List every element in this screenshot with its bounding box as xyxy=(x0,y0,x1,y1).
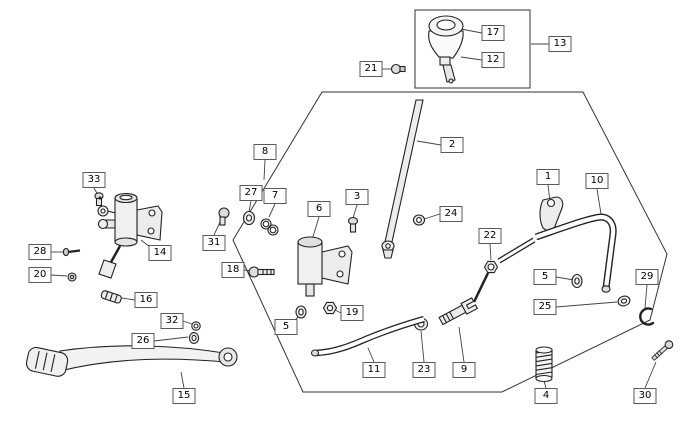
callout-5: 5 xyxy=(533,269,557,285)
part-15-pedal xyxy=(25,345,238,377)
part-30-bolt xyxy=(651,340,674,361)
callout-17: 17 xyxy=(481,25,505,41)
callout-23: 23 xyxy=(412,362,436,378)
callout-20: 20 xyxy=(28,267,52,283)
part-4-spring xyxy=(535,346,553,383)
part-5-washer-right xyxy=(571,273,583,289)
callout-12: 12 xyxy=(481,52,505,68)
callout-21: 21 xyxy=(359,61,383,77)
part-2-rod xyxy=(381,99,424,259)
callout-24: 24 xyxy=(439,206,463,222)
callout-18: 18 xyxy=(221,262,245,278)
callout-31: 31 xyxy=(202,235,226,251)
callout-32: 32 xyxy=(160,313,184,329)
part-22-nut xyxy=(483,260,499,274)
part-18-bolt xyxy=(248,266,275,278)
callout-4: 4 xyxy=(534,388,558,404)
callout-29: 29 xyxy=(635,269,659,285)
callout-11: 11 xyxy=(362,362,386,378)
callout-5: 5 xyxy=(274,319,298,335)
part-7-orings xyxy=(260,218,279,236)
section-boundary xyxy=(232,9,668,393)
callout-9: 9 xyxy=(452,362,476,378)
callout-7: 7 xyxy=(263,188,287,204)
callout-30: 30 xyxy=(633,388,657,404)
callout-22: 22 xyxy=(478,228,502,244)
part-27-washer xyxy=(242,210,256,226)
callout-19: 19 xyxy=(340,305,364,321)
inset-panel xyxy=(414,9,531,89)
part-26-bushing xyxy=(188,332,200,344)
callout-1: 1 xyxy=(536,169,560,185)
callout-26: 26 xyxy=(131,333,155,349)
callout-13: 13 xyxy=(548,36,572,52)
callout-14: 14 xyxy=(148,245,172,261)
part-5-washer-left xyxy=(295,305,307,319)
callout-3: 3 xyxy=(345,189,369,205)
callout-2: 2 xyxy=(440,137,464,153)
part-10-pipe xyxy=(497,213,617,293)
part-25-washer xyxy=(617,295,631,307)
part-14-master-cylinder xyxy=(94,192,163,279)
part-32-washer xyxy=(191,321,201,331)
callout-25: 25 xyxy=(533,299,557,315)
callout-28: 28 xyxy=(28,244,52,260)
part-29-circlip xyxy=(639,307,655,326)
part-9-clevis xyxy=(438,272,490,326)
part-16-boot xyxy=(100,290,122,304)
part-11-rod xyxy=(310,315,425,357)
part-12-gear-knob xyxy=(428,15,464,84)
callout-6: 6 xyxy=(307,201,331,217)
part-3-bolt xyxy=(347,216,359,233)
part-24-washer xyxy=(412,214,426,226)
part-19-nut xyxy=(322,301,338,315)
callout-10: 10 xyxy=(585,173,609,189)
callout-16: 16 xyxy=(134,292,158,308)
part-28-screw xyxy=(62,247,81,257)
callout-27: 27 xyxy=(239,185,263,201)
callout-33: 33 xyxy=(82,172,106,188)
part-33-bolt xyxy=(98,196,102,200)
part-21-bolt xyxy=(390,63,406,75)
callout-8: 8 xyxy=(253,144,277,160)
callout-15: 15 xyxy=(172,388,196,404)
part-6-cylinder-bracket xyxy=(297,236,353,297)
part-20-nut xyxy=(67,272,77,282)
leader-lines xyxy=(50,28,657,389)
part-1-lever xyxy=(539,196,564,235)
part-31-bolt xyxy=(218,207,230,226)
